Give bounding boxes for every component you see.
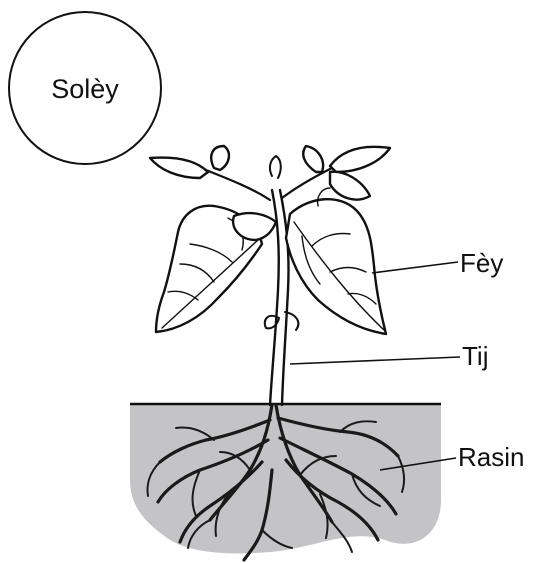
root-label: Rasin: [458, 442, 524, 472]
top-left-bud: [211, 146, 229, 170]
leaf-leader-line: [372, 262, 458, 273]
right-leaf: [286, 199, 386, 334]
top-left-leaf: [150, 158, 208, 178]
stem-label: Tij: [462, 341, 488, 371]
stem-leader-line: [290, 357, 460, 364]
upper-right-small-leaf: [330, 172, 370, 200]
left-middle-leaf: [233, 213, 276, 240]
soil: [130, 404, 441, 554]
leaves: [150, 146, 390, 334]
label-leaf: Fèy: [372, 248, 503, 278]
top-right-leaf: [330, 147, 390, 172]
sun-label: Solèy: [51, 74, 119, 104]
top-right-bud: [303, 146, 323, 172]
label-stem: Tij: [290, 341, 488, 371]
sun: Solèy: [9, 12, 161, 164]
leaf-label: Fèy: [460, 248, 503, 278]
